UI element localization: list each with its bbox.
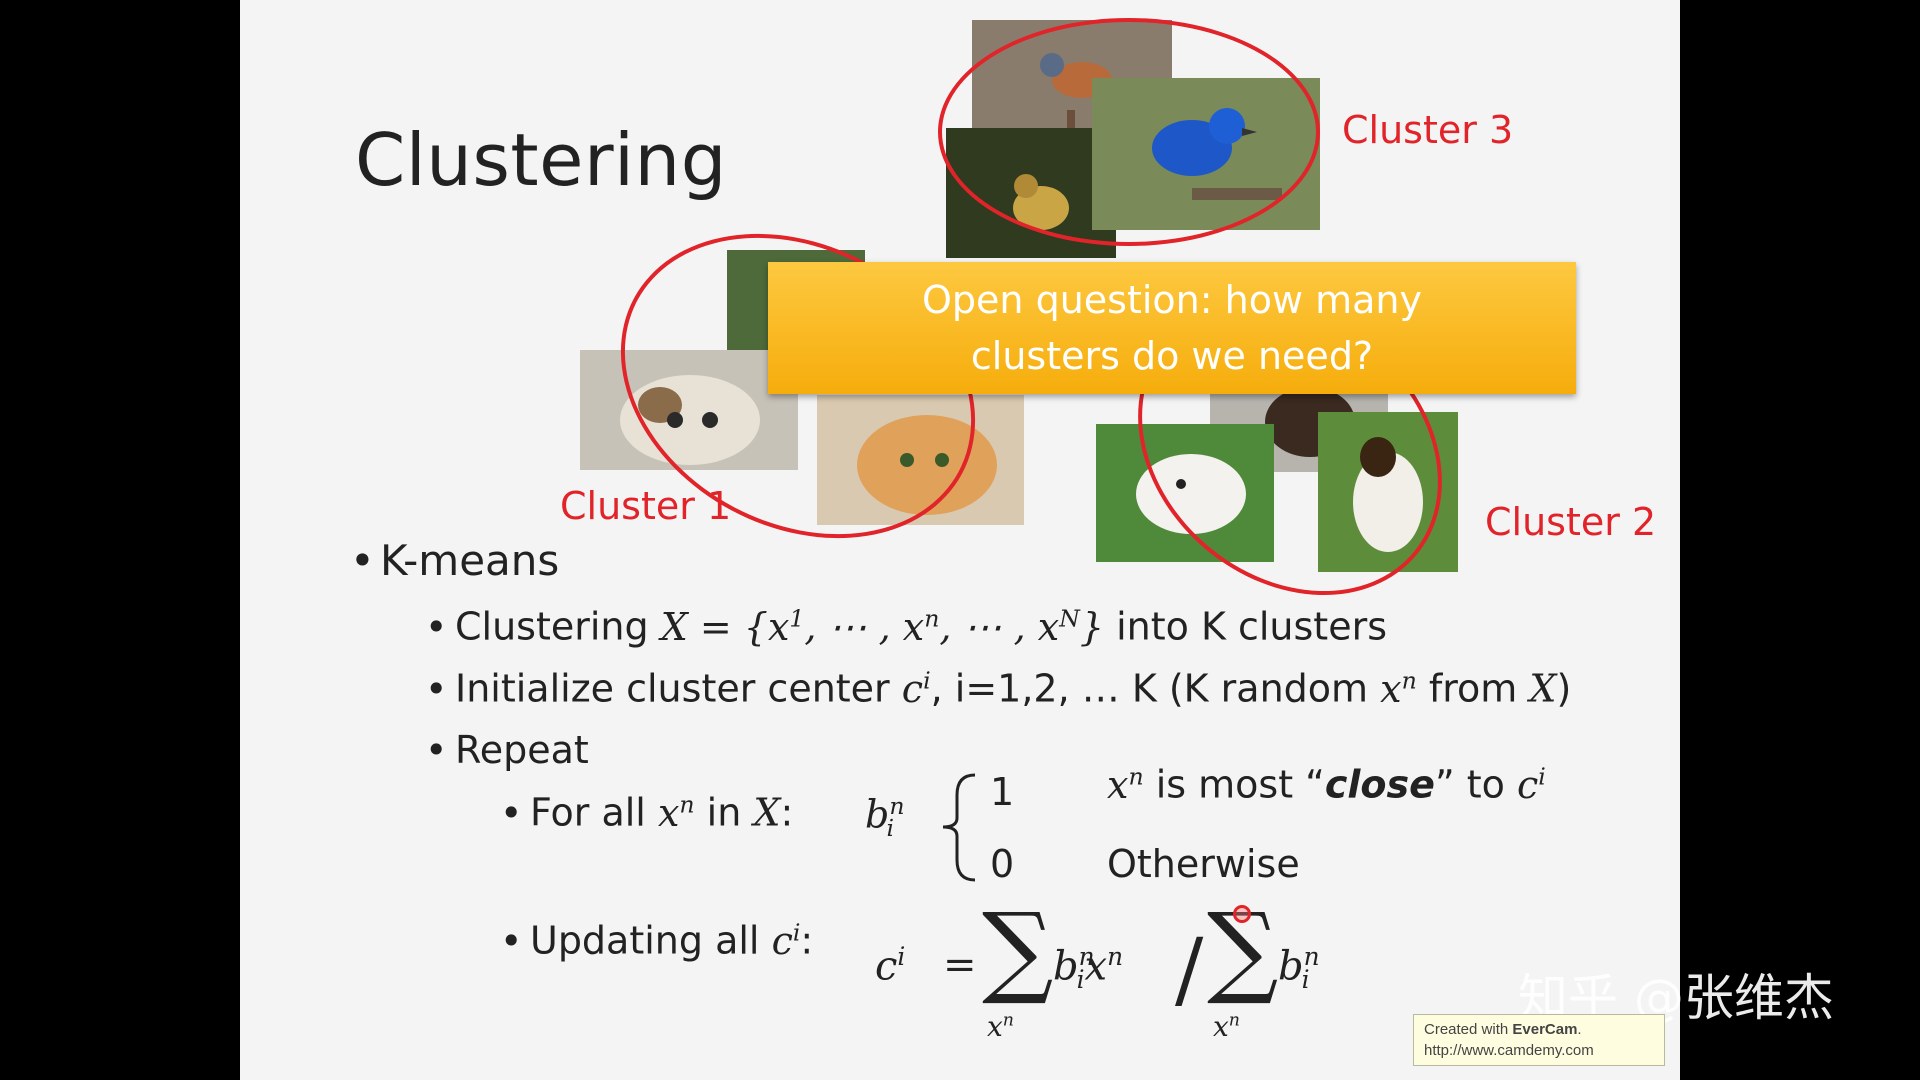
cluster-2-label: Cluster 2 [1485,500,1657,544]
evercam-brand: EverCam [1512,1021,1578,1038]
evercam-suffix: . [1577,1021,1582,1038]
case-zero: 0 [990,842,1015,886]
repeat-text: Repeat [455,728,589,772]
init-prefix: Initialize cluster center [455,666,890,711]
slide: Clustering Cluster 3 Cluster 1 Cluster 2… [240,0,1680,1080]
init-mid: , i=1,2, … K (K random [930,666,1369,711]
cat-photo-3 [817,395,1024,525]
callout-line-2: clusters do we need? [970,334,1374,378]
update-formula: ci = ∑ xn bnixn / ∑ xn bni [875,891,1320,1044]
case-one: 1 [990,770,1015,814]
to-text: ” to [1434,762,1505,807]
init-from: from [1428,666,1518,711]
close-text: close [1324,762,1435,807]
brace-icon [942,773,976,882]
formula-ci-2: ci [1516,762,1546,807]
formula-X: X [1529,666,1557,711]
updating-prefix: Updating all [530,918,760,963]
formula-ci: ci [901,666,931,711]
formula-X-2: X [753,790,781,835]
slide-title: Clustering [355,118,727,202]
bullet-updating: •Updating all ci: [500,918,814,963]
for-all-in: in [706,790,742,835]
formula-ci-3: ci [771,918,801,963]
formula-xn-2: xn [657,790,695,835]
formula-xn: xn [1380,666,1417,711]
open-question-callout: Open question: how many clusters do we n… [768,262,1576,394]
pointer-cursor [1233,905,1251,923]
evercam-created: Created with [1424,1021,1513,1038]
bullet-repeat: •Repeat [425,728,589,772]
for-all-prefix: For all [530,790,646,835]
cluster-3-ellipse [938,18,1320,246]
is-most-text: is most “ [1155,762,1325,807]
bullet-clustering: •Clustering X = {x1, ⋯ , xn, ⋯ , xN} int… [425,604,1388,649]
bullet-for-all: •For all xn in X: [500,790,794,835]
callout-line-1: Open question: how many [922,278,1422,322]
clustering-suffix: into K clusters [1116,604,1388,649]
cat-photo-2 [580,350,798,470]
clustering-prefix: Clustering [455,604,649,649]
evercam-badge: Created with EverCam. http://www.camdemy… [1413,1014,1665,1066]
formula-bin: bni [865,792,905,843]
cluster-3-label: Cluster 3 [1342,108,1514,152]
case-one-condition: xn is most “close” to ci [1107,762,1546,807]
evercam-url[interactable]: http://www.camdemy.com [1424,1042,1594,1059]
formula-xn-3: xn [1107,762,1144,807]
otherwise-text: Otherwise [1107,842,1300,886]
bullet-initialize: •Initialize cluster center ci, i=1,2, … … [425,666,1572,711]
formula-x-set: X = {x1, ⋯ , xn, ⋯ , xN} [660,604,1105,649]
cluster-1-label: Cluster 1 [560,484,732,528]
bullet-kmeans: •K-means [350,536,560,585]
dog-photo-3 [1318,412,1458,572]
kmeans-text: K-means [380,536,560,585]
dog-photo-2 [1096,424,1274,562]
